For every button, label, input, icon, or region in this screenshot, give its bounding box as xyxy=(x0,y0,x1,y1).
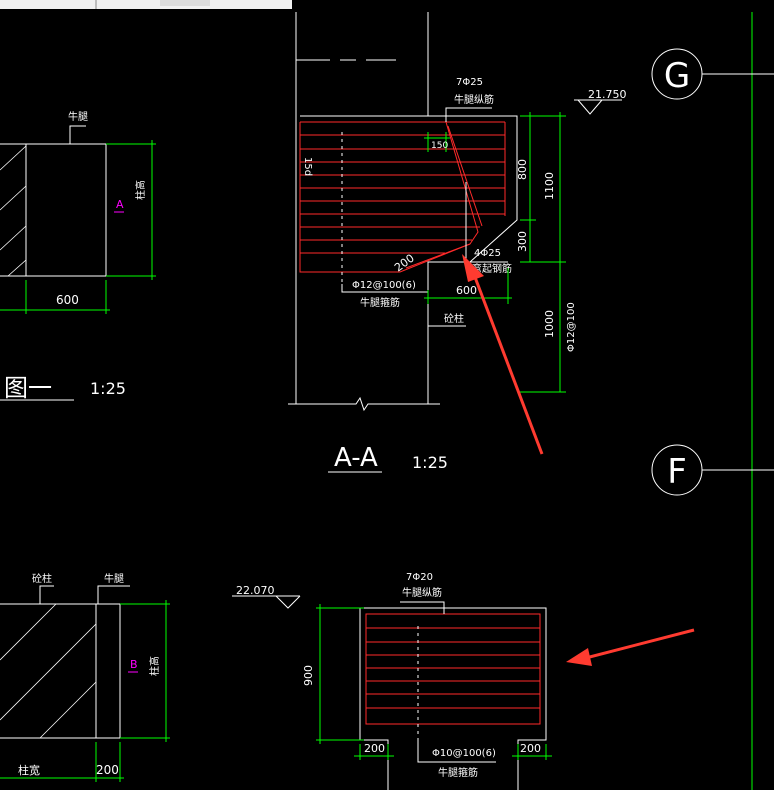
axis-label-f: F xyxy=(667,452,687,492)
aa-dim-600: 600 xyxy=(456,284,477,297)
rebar-cage-aa xyxy=(299,121,506,273)
b-stirrup-name: 牛腿箍筋 xyxy=(438,766,478,779)
aa-dim-1100: 1100 xyxy=(543,172,556,200)
aa-dim-800: 800 xyxy=(516,159,529,180)
tl-section-mark: A xyxy=(116,198,124,211)
tl-scale: 1:25 xyxy=(90,379,126,398)
axis-grid-lines xyxy=(702,12,774,790)
aa-stirrup-spec: Φ12@100(6) xyxy=(352,280,416,291)
rebar-cage-b xyxy=(365,613,541,725)
b-top-bar-name: 牛腿纵筋 xyxy=(402,586,442,599)
bl-corbel-label: 牛腿 xyxy=(104,572,124,585)
axis-bubble-g: G xyxy=(651,48,703,100)
bl-section-mark: B xyxy=(130,658,138,671)
aa-dim-200: 200 xyxy=(392,252,417,275)
bl-column-label: 砼柱 xyxy=(32,572,52,585)
aa-dim-1000: 1000 xyxy=(543,310,556,338)
aa-scale: 1:25 xyxy=(412,453,448,472)
aa-dim-300: 300 xyxy=(516,231,529,252)
aa-title: A-A xyxy=(334,443,378,473)
aa-top-bar-spec: 7Φ25 xyxy=(456,77,483,88)
axis-bubble-f: F xyxy=(651,444,703,496)
section-b: 7Φ20 牛腿纵筋 Φ10@100(6) 牛腿箍筋 22.070 900 200… xyxy=(232,572,552,790)
aa-stirrup-name: 牛腿箍筋 xyxy=(360,296,400,309)
aa-top-bar-name: 牛腿纵筋 xyxy=(454,93,494,106)
tl-dim-600: 600 xyxy=(56,293,79,307)
tl-title: 图一 xyxy=(4,374,52,402)
aa-bent-bar-spec: 4Φ25 xyxy=(474,248,501,259)
bl-col-label: 柱高 xyxy=(148,656,161,676)
detail-top-left: 牛腿 A 柱高 600 图一 1:25 xyxy=(0,110,156,402)
annotation-arrow-1 xyxy=(462,254,544,455)
aa-label-15d: 15d xyxy=(302,157,313,176)
top-window-strip xyxy=(0,0,292,9)
b-stirrup-spec: Φ10@100(6) xyxy=(432,748,496,759)
aa-dim-150: 150 xyxy=(431,141,448,151)
bl-dim-200: 200 xyxy=(96,763,119,777)
axis-label-g: G xyxy=(664,56,690,96)
b-dim-900: 900 xyxy=(302,665,315,686)
aa-column-spec: Φ12@100 xyxy=(566,302,577,352)
tl-corbel-label: 牛腿 xyxy=(68,110,88,123)
b-elevation: 22.070 xyxy=(236,584,275,597)
detail-bottom-left: 砼柱 牛腿 B 柱高 柱宽 200 xyxy=(0,572,170,782)
aa-column-label: 砼柱 xyxy=(444,312,464,325)
annotation-arrow-2 xyxy=(566,628,695,666)
b-top-bar-spec: 7Φ20 xyxy=(406,572,433,583)
section-aa: 7Φ25 牛腿纵筋 15d 150 200 4Φ25 弯起钢筋 Φ12@100(… xyxy=(288,12,627,473)
aa-bent-bar-name: 弯起钢筋 xyxy=(472,262,512,275)
b-dim-200-left: 200 xyxy=(364,742,385,755)
aa-elevation: 21.750 xyxy=(588,88,627,101)
b-dim-200-right: 200 xyxy=(520,742,541,755)
tl-col-label: 柱高 xyxy=(134,180,147,200)
bl-width-label: 柱宽 xyxy=(18,763,40,777)
